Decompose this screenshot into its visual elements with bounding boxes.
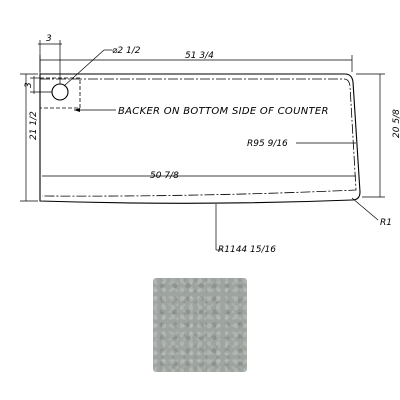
- backer-width-label: 50 7/8: [150, 171, 179, 181]
- countertop-outline: [39, 73, 361, 204]
- backer-note: BACKER ON BOTTOM SIDE OF COUNTER: [118, 106, 329, 117]
- left-depth-label: 21 1/2: [29, 111, 39, 140]
- material-swatch: [153, 278, 247, 372]
- corner-radius-label: R1: [380, 218, 392, 228]
- front-radius-label: R1144 15/16: [218, 245, 276, 255]
- dim-top-left: 3: [46, 34, 52, 44]
- corner-leader: [351, 197, 379, 221]
- hole-circle: [51, 83, 69, 101]
- overall-width-label: 51 3/4: [185, 51, 214, 61]
- right-depth-label: 20 5/8: [392, 109, 400, 138]
- hole-diameter-label: ⌀2 1/2: [112, 46, 141, 56]
- arrowhead: [74, 108, 80, 112]
- dim-left-small: 3: [24, 82, 34, 88]
- backer-outline: [40, 78, 357, 197]
- hole-leader: [63, 49, 105, 87]
- right-radius-label: R95 9/16: [247, 139, 288, 149]
